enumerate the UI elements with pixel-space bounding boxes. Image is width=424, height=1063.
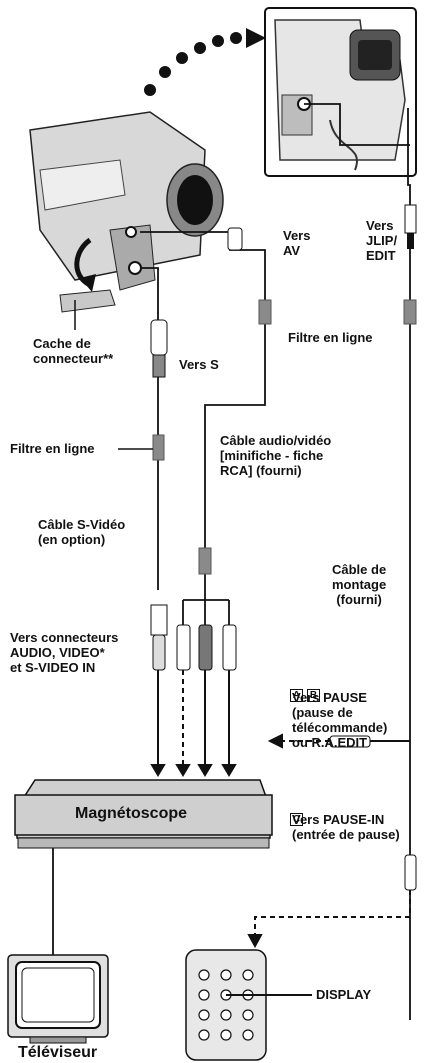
label-vers-s: Vers S bbox=[179, 357, 219, 372]
label-cable-av: Câble audio/vidéo [minifiche - fiche RCA… bbox=[220, 433, 332, 478]
pause-arrow bbox=[267, 733, 410, 749]
label-vers-pause: Vers PAUSE (pause de télécommande) ou R.… bbox=[292, 690, 388, 750]
label-vers-connecteurs: Vers connecteurs AUDIO, VIDEO* et S-VIDE… bbox=[10, 630, 119, 675]
in-line-filter-av-lower bbox=[198, 547, 212, 575]
pointer-lines bbox=[74, 300, 153, 450]
label-cache: Cache de connecteur** bbox=[33, 336, 114, 366]
s-video-plug-bottom bbox=[150, 604, 168, 671]
label-tv: Téléviseur bbox=[18, 1044, 98, 1061]
in-line-filter-av bbox=[258, 299, 272, 325]
label-cable-svideo: Câble S-Vidéo (en option) bbox=[38, 517, 126, 547]
label-vers-jlip: Vers JLIP/ EDIT bbox=[366, 218, 398, 263]
label-cable-montage: Câble de montage (fourni) bbox=[332, 562, 387, 607]
label-vcr: Magnétoscope bbox=[75, 805, 188, 822]
box-c: C bbox=[290, 813, 303, 826]
s-video-plug bbox=[150, 319, 168, 378]
vcr-input-arrows bbox=[150, 670, 237, 777]
label-vers-pause-in: Vers PAUSE-IN (entrée de pause) bbox=[292, 812, 400, 842]
pause-in-arrow bbox=[247, 890, 411, 949]
television-illustration bbox=[7, 954, 109, 1044]
rca-plugs bbox=[176, 624, 237, 671]
label-vers-av: Vers AV bbox=[283, 228, 311, 258]
label-display: DISPLAY bbox=[316, 987, 372, 1002]
vcr-illustration bbox=[14, 779, 273, 849]
label-filtre-left: Filtre en ligne bbox=[10, 441, 95, 456]
dotted-arc bbox=[144, 28, 266, 96]
label-box-c-wrap: C bbox=[290, 795, 307, 826]
jlip-plug bbox=[404, 204, 417, 249]
camera-inset-box bbox=[264, 7, 417, 177]
camcorder-illustration bbox=[29, 111, 224, 313]
in-line-filter-jlip bbox=[403, 299, 417, 325]
pause-in-plug bbox=[404, 854, 417, 891]
box-a: A bbox=[290, 689, 303, 702]
label-filtre-right: Filtre en ligne bbox=[288, 330, 373, 345]
remote-control-illustration bbox=[185, 949, 312, 1061]
box-b: B bbox=[307, 689, 320, 702]
cables bbox=[52, 103, 411, 1020]
av-minijack-plug bbox=[227, 227, 243, 251]
in-line-filter-s bbox=[152, 434, 165, 461]
